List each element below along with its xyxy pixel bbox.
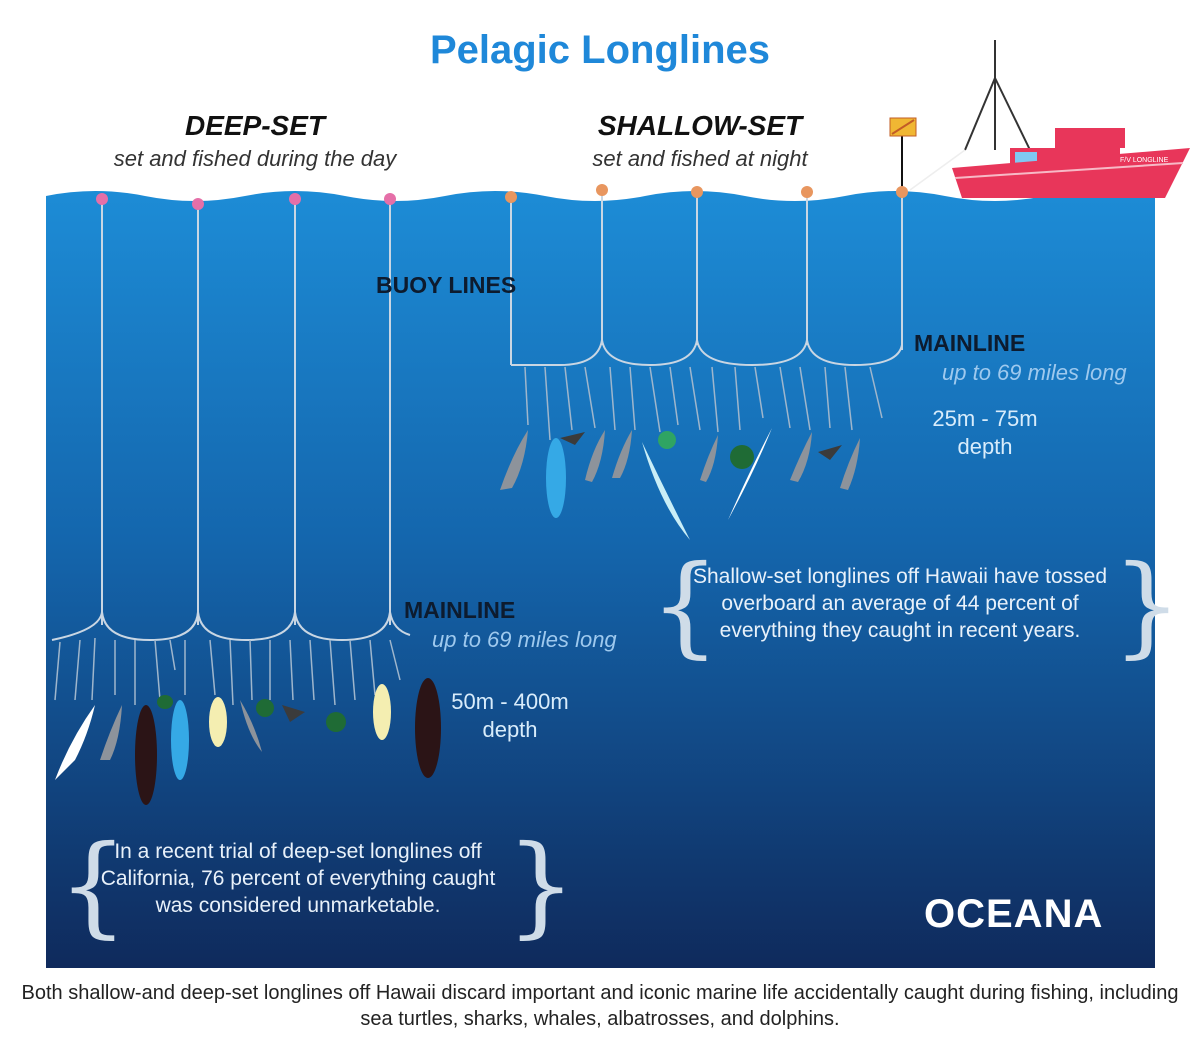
deep-set-buoy-lines <box>51 200 411 642</box>
flag-buoy <box>889 117 917 190</box>
shallow-set-heading: SHALLOW-SET <box>597 110 803 141</box>
shallow-set-catch <box>500 428 860 540</box>
ocean-water <box>46 191 1155 968</box>
deep-depth-word: depth <box>482 717 538 742</box>
deep-set-buoys <box>96 193 396 210</box>
shallow-set-branch-lines <box>524 366 883 441</box>
deep-mainline-label: MAINLINE <box>404 597 516 623</box>
caption: Both shallow-and deep-set longlines off … <box>21 982 1179 1030</box>
shallow-note-right-brace: } <box>1112 541 1182 669</box>
shallow-set-note: Shallow-set longlines off Hawaii have to… <box>692 565 1107 642</box>
shallow-set-buoys <box>505 184 908 203</box>
deep-note-right-brace: } <box>506 821 576 949</box>
deep-depth: 50m - 400m depth <box>440 688 580 744</box>
shallow-depth-word: depth <box>957 434 1013 459</box>
deep-depth-range: 50m - 400m <box>451 689 569 714</box>
page-title: Pelagic Longlines <box>429 28 771 72</box>
shallow-note-left-brace: { <box>650 541 720 669</box>
deep-set-note: In a recent trial of deep-set longlines … <box>100 840 496 917</box>
buoy-lines-label: BUOY LINES <box>376 272 517 298</box>
shallow-mainline-length: up to 69 miles long <box>942 360 1127 385</box>
shallow-set-subheading: set and fished at night <box>592 146 808 171</box>
shallow-depth-range: 25m - 75m <box>932 406 1038 431</box>
boat-name: F/V LONGLINE <box>1120 157 1169 164</box>
deep-set-branch-lines <box>54 637 401 706</box>
shallow-mainline-label: MAINLINE <box>914 330 1026 356</box>
shallow-set-buoy-lines <box>510 192 903 367</box>
fishing-boat: F/V LONGLINE <box>909 40 1190 198</box>
oceana-logo: OCEANA <box>924 892 1104 936</box>
shallow-depth: 25m - 75m depth <box>920 405 1050 461</box>
deep-set-catch <box>55 678 441 805</box>
deep-set-subheading: set and fished during the day <box>113 146 397 171</box>
deep-note-left-brace: { <box>58 821 128 949</box>
deep-mainline-length: up to 69 miles long <box>432 627 617 652</box>
deep-set-heading: DEEP-SET <box>184 110 326 141</box>
